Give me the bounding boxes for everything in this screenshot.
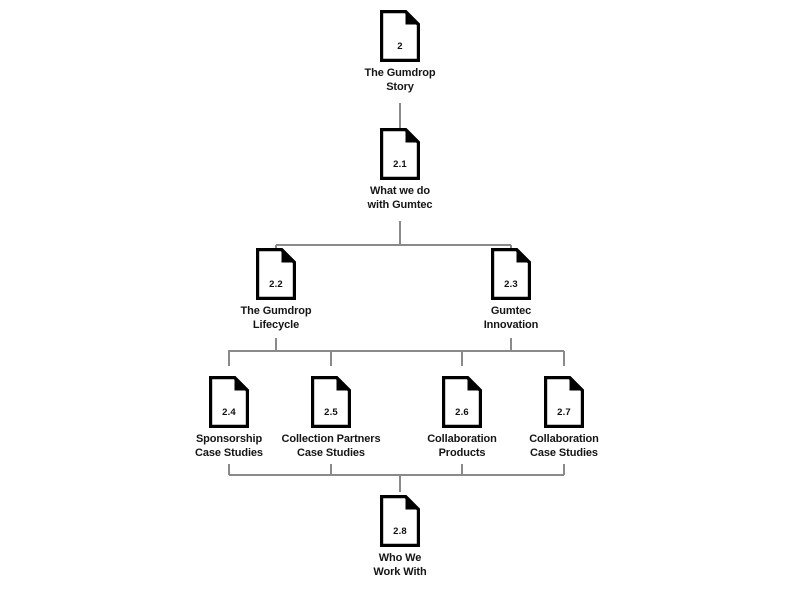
document-page-icon: 2.7 xyxy=(544,376,584,428)
document-page-icon: 2.4 xyxy=(209,376,249,428)
document-page-icon: 2.2 xyxy=(256,248,296,300)
node-label: Collaboration Products xyxy=(427,433,497,459)
node-number: 2.3 xyxy=(504,278,518,290)
node-label: Who We Work With xyxy=(373,552,427,578)
node-label: Gumtec Innovation xyxy=(483,305,539,331)
document-page-icon: 2 xyxy=(380,10,420,62)
document-page-icon: 2.6 xyxy=(442,376,482,428)
node-number: 2.1 xyxy=(393,158,407,170)
node-label: Collection Partners Case Studies xyxy=(281,433,381,459)
node-label: The Gumdrop Story xyxy=(364,67,436,93)
node-number: 2.8 xyxy=(393,525,407,537)
node-label: Sponsorship Case Studies xyxy=(195,433,263,459)
node-label: The Gumdrop Lifecycle xyxy=(240,305,312,331)
document-page-icon: 2.5 xyxy=(311,376,351,428)
node-number: 2 xyxy=(397,40,403,52)
document-page-icon: 2.1 xyxy=(380,128,420,180)
node-number: 2.2 xyxy=(269,278,283,290)
document-page-icon: 2.3 xyxy=(491,248,531,300)
node-label: What we do with Gumtec xyxy=(367,185,433,211)
node-number: 2.5 xyxy=(324,406,338,418)
document-page-icon: 2.8 xyxy=(380,495,420,547)
node-number: 2.7 xyxy=(557,406,571,418)
node-number: 2.6 xyxy=(455,406,469,418)
node-number: 2.4 xyxy=(222,406,236,418)
node-label: Collaboration Case Studies xyxy=(529,433,599,459)
